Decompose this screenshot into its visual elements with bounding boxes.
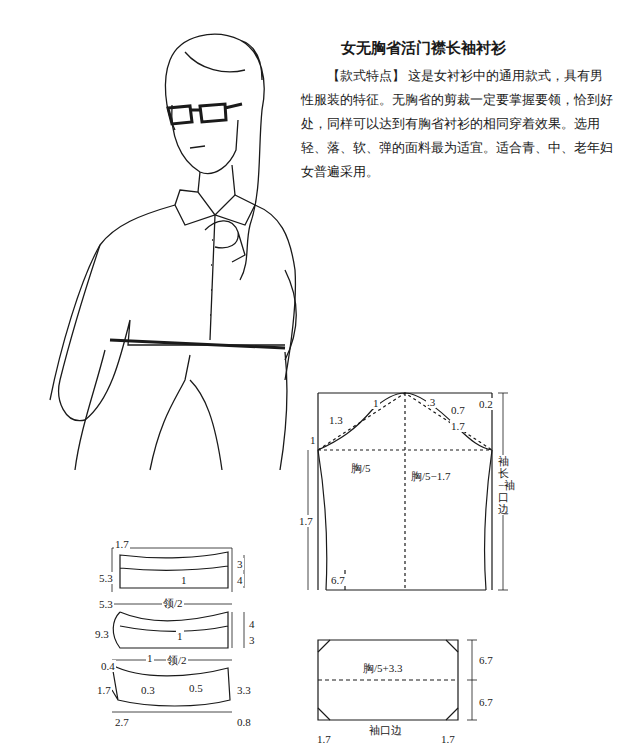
dimension: 1.7: [298, 515, 314, 527]
dimension: 5.3: [98, 598, 114, 610]
formula: 胸/5+3.3: [362, 662, 404, 674]
dimension: 0.3: [140, 684, 156, 696]
dimension: 0.4: [100, 660, 116, 672]
collar-mid: [113, 612, 228, 648]
sleeve-frame: [318, 393, 492, 590]
dimension: 1: [309, 434, 317, 446]
sleeve-pattern: [308, 393, 508, 590]
woman-illustration: [50, 34, 296, 470]
formula: 胸/5: [350, 462, 372, 474]
sleeve-arm: [50, 245, 296, 400]
cuff-rect: [318, 640, 458, 720]
dimension: 1.3: [328, 414, 344, 426]
dimension: 3.3: [236, 684, 252, 696]
dimension: 6.7: [478, 654, 494, 666]
dimension: 1: [372, 397, 380, 409]
dimension: .3: [426, 396, 436, 408]
formula: 胸/5−1.7: [410, 470, 452, 482]
dimension: 9.3: [94, 628, 110, 640]
dimension: 4: [248, 618, 256, 630]
hand: [205, 221, 245, 262]
mouth: [190, 146, 205, 148]
buttons: [210, 240, 213, 315]
neck: [198, 165, 235, 195]
formula: 领/2: [166, 654, 188, 666]
jeans: [75, 350, 287, 470]
dim-line: [112, 555, 244, 712]
dimension: 4: [236, 574, 244, 586]
dimension: 1.7: [316, 733, 332, 745]
dimension: 0.7: [450, 404, 466, 416]
face: [172, 105, 238, 173]
part-name: 袖口边: [368, 724, 403, 736]
dimension: 1.7: [440, 733, 456, 745]
dimension: 5.3: [98, 572, 114, 584]
dimension: 0.5: [188, 682, 204, 694]
dim-line: [467, 640, 477, 720]
formula: 领/2: [162, 597, 184, 609]
dimension: 6.7: [330, 574, 346, 586]
style-note: 【款式特点】 这是女衬衫中的通用款式，具有男性服装的特征。无胸省的剪裁一定要掌握…: [300, 64, 614, 184]
dimension: 3: [236, 558, 244, 570]
cuff-fold: [318, 679, 458, 680]
dimension: 0.2: [478, 398, 494, 410]
dimension: 1: [180, 574, 188, 586]
dimension: 1.7: [96, 684, 112, 696]
page-title: 女无胸省活门襟长袖衬衫: [340, 40, 507, 57]
dimension: 1.7: [114, 538, 130, 550]
belt: [110, 340, 285, 348]
dimension: 3: [248, 634, 256, 646]
dimension: 1.7: [450, 420, 466, 432]
collar-top: [120, 552, 228, 588]
collar-pattern: [112, 548, 244, 712]
dim-line: [308, 393, 508, 590]
dimension: 袖长−袖口边: [497, 455, 510, 515]
dimension: 6.7: [478, 696, 494, 708]
dimension: 0.8: [236, 716, 252, 728]
hair-front: [165, 52, 245, 130]
dimension: 2.7: [114, 716, 130, 728]
dimension: 1: [146, 652, 154, 664]
cuff-pattern: [318, 640, 477, 720]
sleeve-side: [318, 450, 492, 590]
collar-stand: [112, 665, 230, 706]
dimension: 1: [176, 630, 184, 642]
cap-guide: [318, 393, 492, 590]
cuff-corner: [318, 640, 458, 720]
collar-frame: [112, 548, 232, 592]
glasses: [168, 104, 242, 124]
